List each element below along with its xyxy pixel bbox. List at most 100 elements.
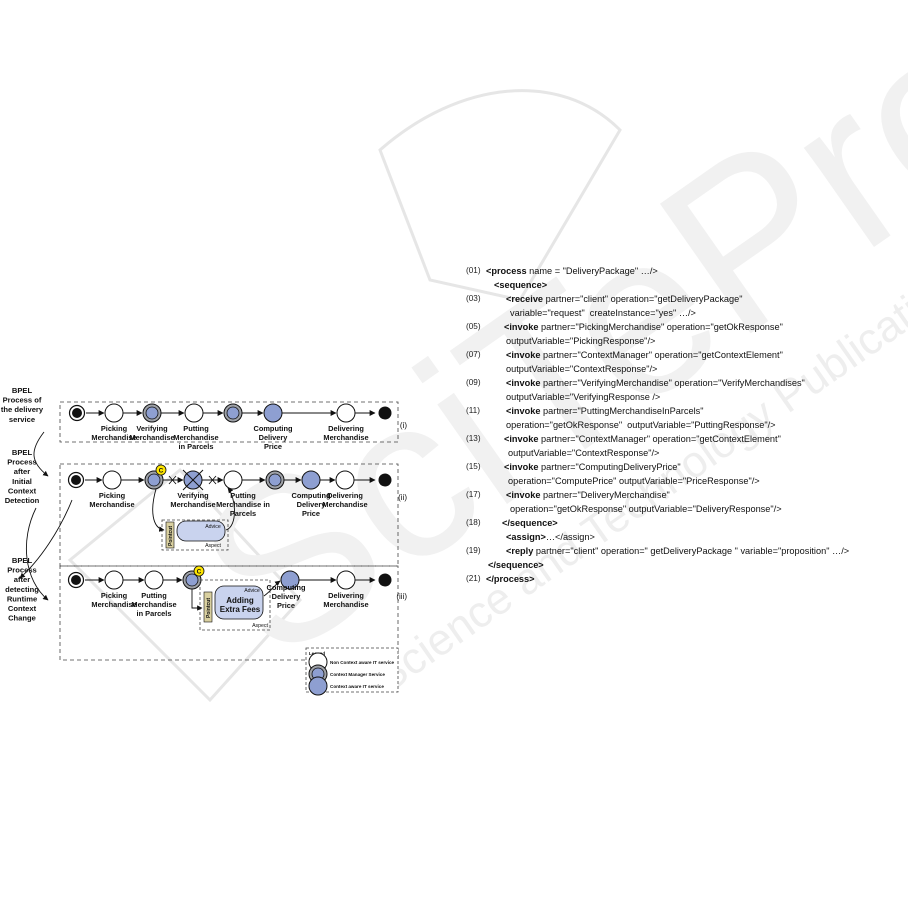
row-iii-to-aspect xyxy=(191,589,203,611)
row-ii-task-1-inner xyxy=(147,473,161,487)
side-connector-3 xyxy=(19,499,73,579)
row-ii-task-6 xyxy=(335,470,355,490)
row-i-end xyxy=(378,406,392,420)
code-line-text: outputVariable="ContextResponse"/> xyxy=(506,362,657,376)
code-line: (01)<process name = "DeliveryPackage" …/… xyxy=(466,264,906,278)
code-line: <assign>…</assign> xyxy=(466,530,906,544)
aspect-iii-advice: Advice xyxy=(244,588,260,594)
row-iii-task-1 xyxy=(144,570,164,590)
legend-marker-2 xyxy=(308,676,328,696)
legend-label-1: Context Manager Service xyxy=(330,672,385,677)
aspect-iii-frame xyxy=(199,579,271,631)
side-connector-1 xyxy=(33,431,49,477)
legend-label-2: Context aware IT service xyxy=(330,684,384,689)
aspect-iii-advice-box xyxy=(214,585,264,620)
row-iii-c-marker xyxy=(193,565,205,577)
row-label-1: (ii) xyxy=(398,493,407,502)
code-keyword: <invoke xyxy=(506,490,541,500)
code-text: operation="getOkResponse" outputVariable… xyxy=(510,504,782,514)
row-ii-task-3 xyxy=(223,470,243,490)
aspect-ii-frame xyxy=(161,519,229,551)
code-keyword: <receive xyxy=(506,294,544,304)
code-keyword: <assign> xyxy=(506,532,546,542)
code-line-number: (18) xyxy=(466,518,481,527)
code-line-number: (11) xyxy=(466,406,480,415)
code-line: (21)</process> xyxy=(466,572,906,586)
code-line-number: (05) xyxy=(466,322,481,331)
code-keyword: <invoke xyxy=(506,406,541,416)
code-line-text: </sequence> xyxy=(488,558,544,572)
row-ii-task-0 xyxy=(102,470,122,490)
code-keyword: </sequence> xyxy=(502,518,558,528)
code-line: (03) <receive partner="client" operation=… xyxy=(466,292,906,306)
aspect-ii-pointcut: Pointcut xyxy=(168,526,174,546)
code-text: partner="PuttingMerchandiseInParcels" xyxy=(540,406,704,416)
row-i-task-0 xyxy=(104,403,124,423)
code-text: partner="PickingMerchandise" operation="… xyxy=(538,322,783,332)
code-line-text: <reply partner="client" operation=" getD… xyxy=(506,544,849,558)
row-ii-start-dot xyxy=(71,475,81,485)
row-ii-task-5 xyxy=(301,470,321,490)
code-text: outputVariable="ContextResponse"/> xyxy=(506,364,658,374)
code-line-text: outputVariable="ContextResponse"/> xyxy=(508,446,659,460)
code-line-text: <assign>…</assign> xyxy=(506,530,595,544)
code-line-text: <invoke partner="DeliveryMerchandise" xyxy=(506,488,670,502)
code-line-text: <invoke partner="VerifyingMerchandise" o… xyxy=(506,376,805,390)
row-ii-cross-6 xyxy=(208,475,217,485)
row-ii-task-4-inner xyxy=(268,473,282,487)
code-line: <sequence> xyxy=(466,278,906,292)
code-line-text: <sequence> xyxy=(494,278,547,292)
code-line: (07)<invoke partner="ContextManager" ope… xyxy=(466,348,906,362)
code-line-text: <process name = "DeliveryPackage" …/> xyxy=(486,264,658,278)
aspect-ii-pointcut-box xyxy=(165,521,175,549)
code-keyword: <invoke xyxy=(506,350,541,360)
code-text: partner="ComputingDeliveryPrice" xyxy=(538,462,681,472)
code-line-text: <invoke partner="ContextManager" operati… xyxy=(504,432,781,446)
code-text: name = "DeliveryPackage" …/> xyxy=(526,266,658,276)
code-line-text: operation="getOkResponse" outputVariable… xyxy=(510,502,782,516)
code-line: (13)<invoke partner="ContextManager" ope… xyxy=(466,432,906,446)
code-line: outputVariable="ContextResponse"/> xyxy=(466,362,906,376)
code-line: operation="ComputePrice" outputVariable=… xyxy=(466,474,906,488)
row-label-0: (i) xyxy=(400,421,407,430)
code-line: variable="request" createInstance="yes" … xyxy=(466,306,906,320)
code-line: (19)<reply partner="client" operation=" … xyxy=(466,544,906,558)
code-line: </sequence> xyxy=(466,558,906,572)
row-iii-frame xyxy=(59,565,399,661)
code-line-number: (21) xyxy=(466,574,481,583)
code-line-number: (03) xyxy=(466,294,481,303)
row-i-task-5 xyxy=(336,403,356,423)
aspect-ii-aspect: Aspect xyxy=(205,543,221,549)
code-keyword: <sequence> xyxy=(494,280,548,290)
side-connector-2 xyxy=(26,507,49,601)
code-line-number: (09) xyxy=(466,378,481,387)
aspect-ii-advice-box xyxy=(176,520,226,542)
code-keyword: <invoke xyxy=(504,434,539,444)
row-iii-end xyxy=(378,573,392,587)
code-line-text: <receive partner="client" operation="get… xyxy=(506,292,743,306)
row-i-frame xyxy=(59,401,399,443)
code-line-number: (07) xyxy=(466,350,481,359)
code-line: (15)<invoke partner="ComputingDeliveryPr… xyxy=(466,460,906,474)
code-text: variable="request" createInstance="yes" … xyxy=(510,308,696,318)
row-label-2: (iii) xyxy=(396,592,407,601)
code-text: operation="ComputePrice" outputVariable=… xyxy=(508,476,760,486)
legend-label-0: Non Context aware IT service xyxy=(330,660,395,665)
row-ii-to-aspect xyxy=(152,488,165,532)
code-text: partner="DeliveryMerchandise" xyxy=(540,490,670,500)
code-text: outputVariable="VerifyingResponse /> xyxy=(506,392,661,402)
code-keyword: <invoke xyxy=(506,378,541,388)
row-ii-cross-4 xyxy=(168,475,177,485)
code-line: outputVariable="PickingResponse"/> xyxy=(466,334,906,348)
row-ii-c-marker-label: C xyxy=(159,468,164,475)
aspect-iii-pointcut-box xyxy=(203,591,213,623)
